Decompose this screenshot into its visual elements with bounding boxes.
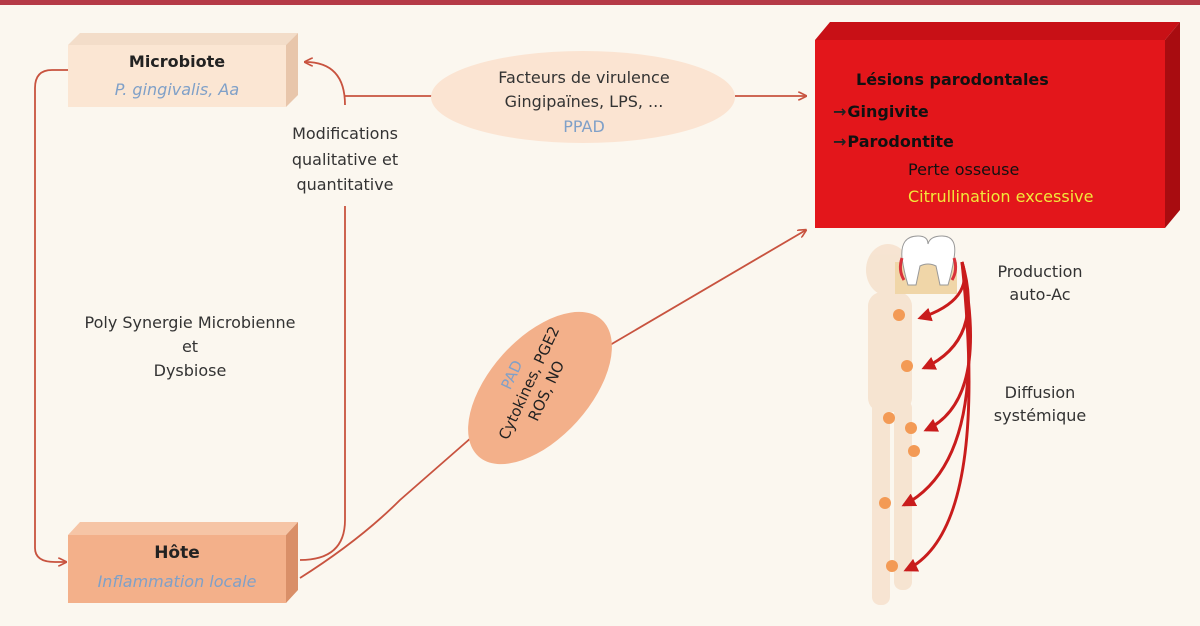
synergy-line-2: et [181,337,199,356]
arrow-right-icon: → [833,102,847,121]
arrow-right-icon: → [833,132,847,151]
right-loop-arrow-top [305,62,346,106]
microbiote-subtitle: P. gingivalis, Aa [114,80,240,99]
lesions-perte-osseuse: Perte osseuse [908,160,1020,179]
lesions-box-side [1165,22,1180,228]
mediators-link [299,429,481,579]
microbiote-title: Microbiote [128,52,226,71]
virulence-line-1: Facteurs de virulence [498,68,670,87]
joint-dot [886,560,898,572]
joint-dot [883,412,895,424]
synergy-line-3: Dysbiose [153,361,227,380]
gingivite-label: Gingivite [847,102,929,121]
modifications-line-1: Modifications [292,124,398,143]
diffusion-arrows [901,261,972,572]
lesions-citrullination: Citrullination excessive [908,187,1094,206]
lesions-box [815,40,1165,228]
microbiote-box-side [286,33,298,107]
joint-dot [893,309,905,321]
synergy-line-1: Poly Synergie Microbienne [84,313,296,332]
diffusion-arrow [903,261,971,572]
hote-box [68,535,286,603]
production-line-1: Production [997,262,1083,281]
human-figure [866,244,912,605]
lesions-box-top [815,22,1180,40]
virulence-line-3: PPAD [563,117,605,136]
diffusion-line-2: systémique [993,406,1087,425]
lesions-title: Lésions parodontales [856,70,1049,89]
joint-dots [879,309,920,572]
right-loop-arrow [299,206,346,561]
joint-dot [901,360,913,372]
mediators-arrow [609,230,806,346]
production-line-2: auto-Ac [1009,285,1071,304]
microbiote-box-top [68,33,298,45]
diffusion-line-1: Diffusion [1004,383,1076,402]
hote-subtitle: Inflammation locale [97,572,257,591]
joint-dot [879,497,891,509]
hote-box-top [68,522,298,535]
lesions-parodontite: →Parodontite [833,132,954,151]
lesions-gingivite: →Gingivite [833,102,929,121]
diffusion-arrow [901,261,971,507]
modifications-line-2: qualitative et [291,150,399,169]
joint-dot [908,445,920,457]
joint-dot [905,422,917,434]
parodontite-label: Parodontite [847,132,954,151]
tooth-icon [895,235,958,294]
left-loop-arrow [34,69,68,562]
virulence-ellipse [431,51,735,143]
hote-box-side [286,522,298,603]
modifications-line-3: quantitative [296,175,394,194]
virulence-line-2: Gingipaïnes, LPS, ... [504,92,664,111]
microbiote-box [68,45,286,107]
hote-title: Hôte [154,543,200,563]
top-accent-bar [0,0,1200,5]
mediators-ellipse [468,311,612,465]
